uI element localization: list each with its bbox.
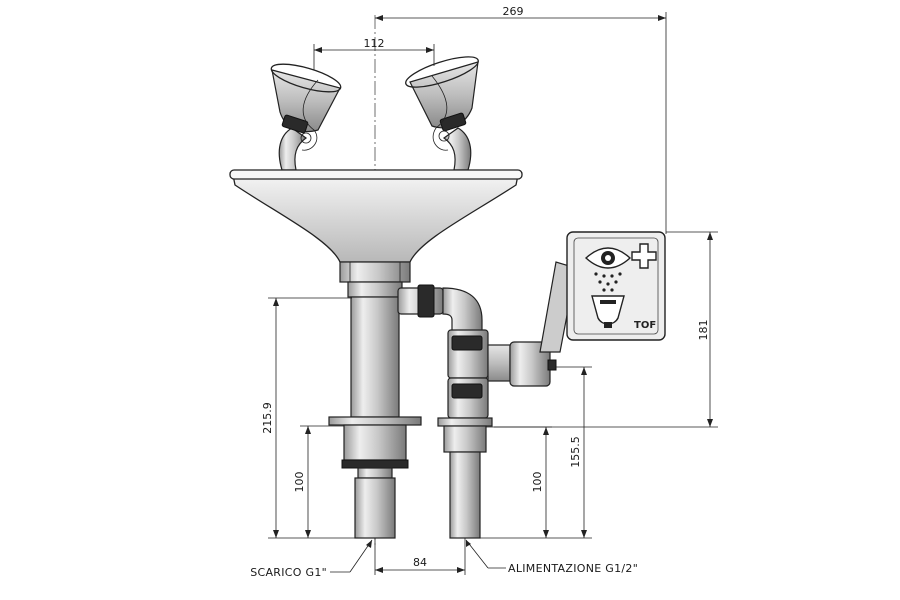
callout-waste-outlet: SCARICO G1" <box>250 539 373 579</box>
eye-wash-sign: TOF <box>566 231 666 341</box>
dim-pipe-spacing-value: 84 <box>413 556 427 569</box>
drain-column <box>328 281 422 539</box>
dimension-supply-height: 155.5 <box>552 366 592 539</box>
fountain-icon <box>591 295 625 328</box>
dimension-head-spacing: 112 <box>313 37 435 70</box>
cross-icon <box>631 243 657 269</box>
dim-head-spacing-value: 112 <box>364 37 385 50</box>
supply-plumbing <box>397 284 557 539</box>
wash-bowl <box>229 169 523 283</box>
dim-waste-pipe-value: 100 <box>293 472 306 493</box>
spray-icon <box>594 272 622 292</box>
water-supply-label: ALIMENTAZIONE G1/2" <box>508 562 638 575</box>
callout-water-supply: ALIMENTAZIONE G1/2" <box>465 539 638 575</box>
dimension-overall-width: 269 <box>375 5 667 234</box>
eye-icon <box>584 247 632 269</box>
dim-waste-height-value: 215.9 <box>261 402 274 434</box>
dimension-waste-height: 215.9 <box>261 297 358 539</box>
dim-supply-height-value: 155.5 <box>569 436 582 468</box>
dimension-waste-pipe: 100 <box>293 425 344 538</box>
waste-outlet-label: SCARICO G1" <box>250 566 327 579</box>
dimension-supply-pipe: 100 <box>480 426 552 539</box>
dimension-sign-height: 181 <box>494 231 718 428</box>
dim-sign-height-value: 181 <box>697 320 710 341</box>
sign-brand: TOF <box>634 320 656 331</box>
dim-supply-pipe-value: 100 <box>531 472 544 493</box>
left-spray-head <box>270 63 342 171</box>
right-spray-head <box>405 56 479 171</box>
dimension-pipe-spacing: 84 <box>374 538 466 575</box>
dim-overall-width-value: 269 <box>503 5 524 18</box>
